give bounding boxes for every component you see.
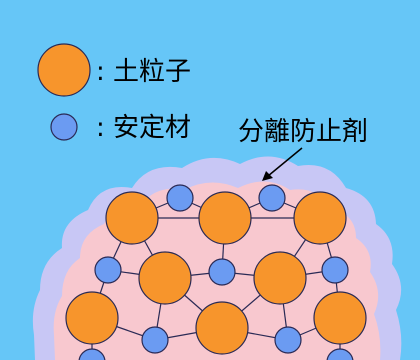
legend-stabilizer-label: : 安定材	[96, 113, 191, 143]
legend-soil-particle-label: : 土粒子	[96, 57, 191, 87]
stabilizer-particle	[274, 326, 302, 354]
soil-particle	[198, 191, 252, 245]
soil-particles	[65, 191, 367, 355]
stabilizer-particle	[78, 348, 106, 360]
stabilizer-particle	[326, 348, 354, 360]
stabilizer-particle	[94, 256, 122, 284]
stabilizer-particles	[78, 184, 354, 360]
soil-particle	[195, 301, 249, 355]
stabilizer-particle	[141, 326, 169, 354]
stabilizer-particle	[321, 256, 349, 284]
soil-particle	[313, 291, 367, 345]
anti-separation-agent-label: 分離防止剤	[238, 117, 368, 147]
legend-soil-particle-swatch	[37, 43, 91, 97]
soil-particle	[293, 191, 347, 245]
soil-particle	[65, 291, 119, 345]
annotation-arrow-head	[262, 171, 273, 181]
stabilizer-particle	[166, 184, 194, 212]
soil-particle	[105, 191, 159, 245]
stabilizer-particle	[208, 258, 236, 286]
soil-particle	[253, 251, 307, 305]
annotation-arrow-line	[267, 147, 303, 177]
legend-stabilizer-swatch	[50, 113, 78, 141]
legend: : 土粒子 : 安定材	[37, 43, 191, 143]
stabilizer-particle	[258, 184, 286, 212]
soil-particle	[138, 251, 192, 305]
